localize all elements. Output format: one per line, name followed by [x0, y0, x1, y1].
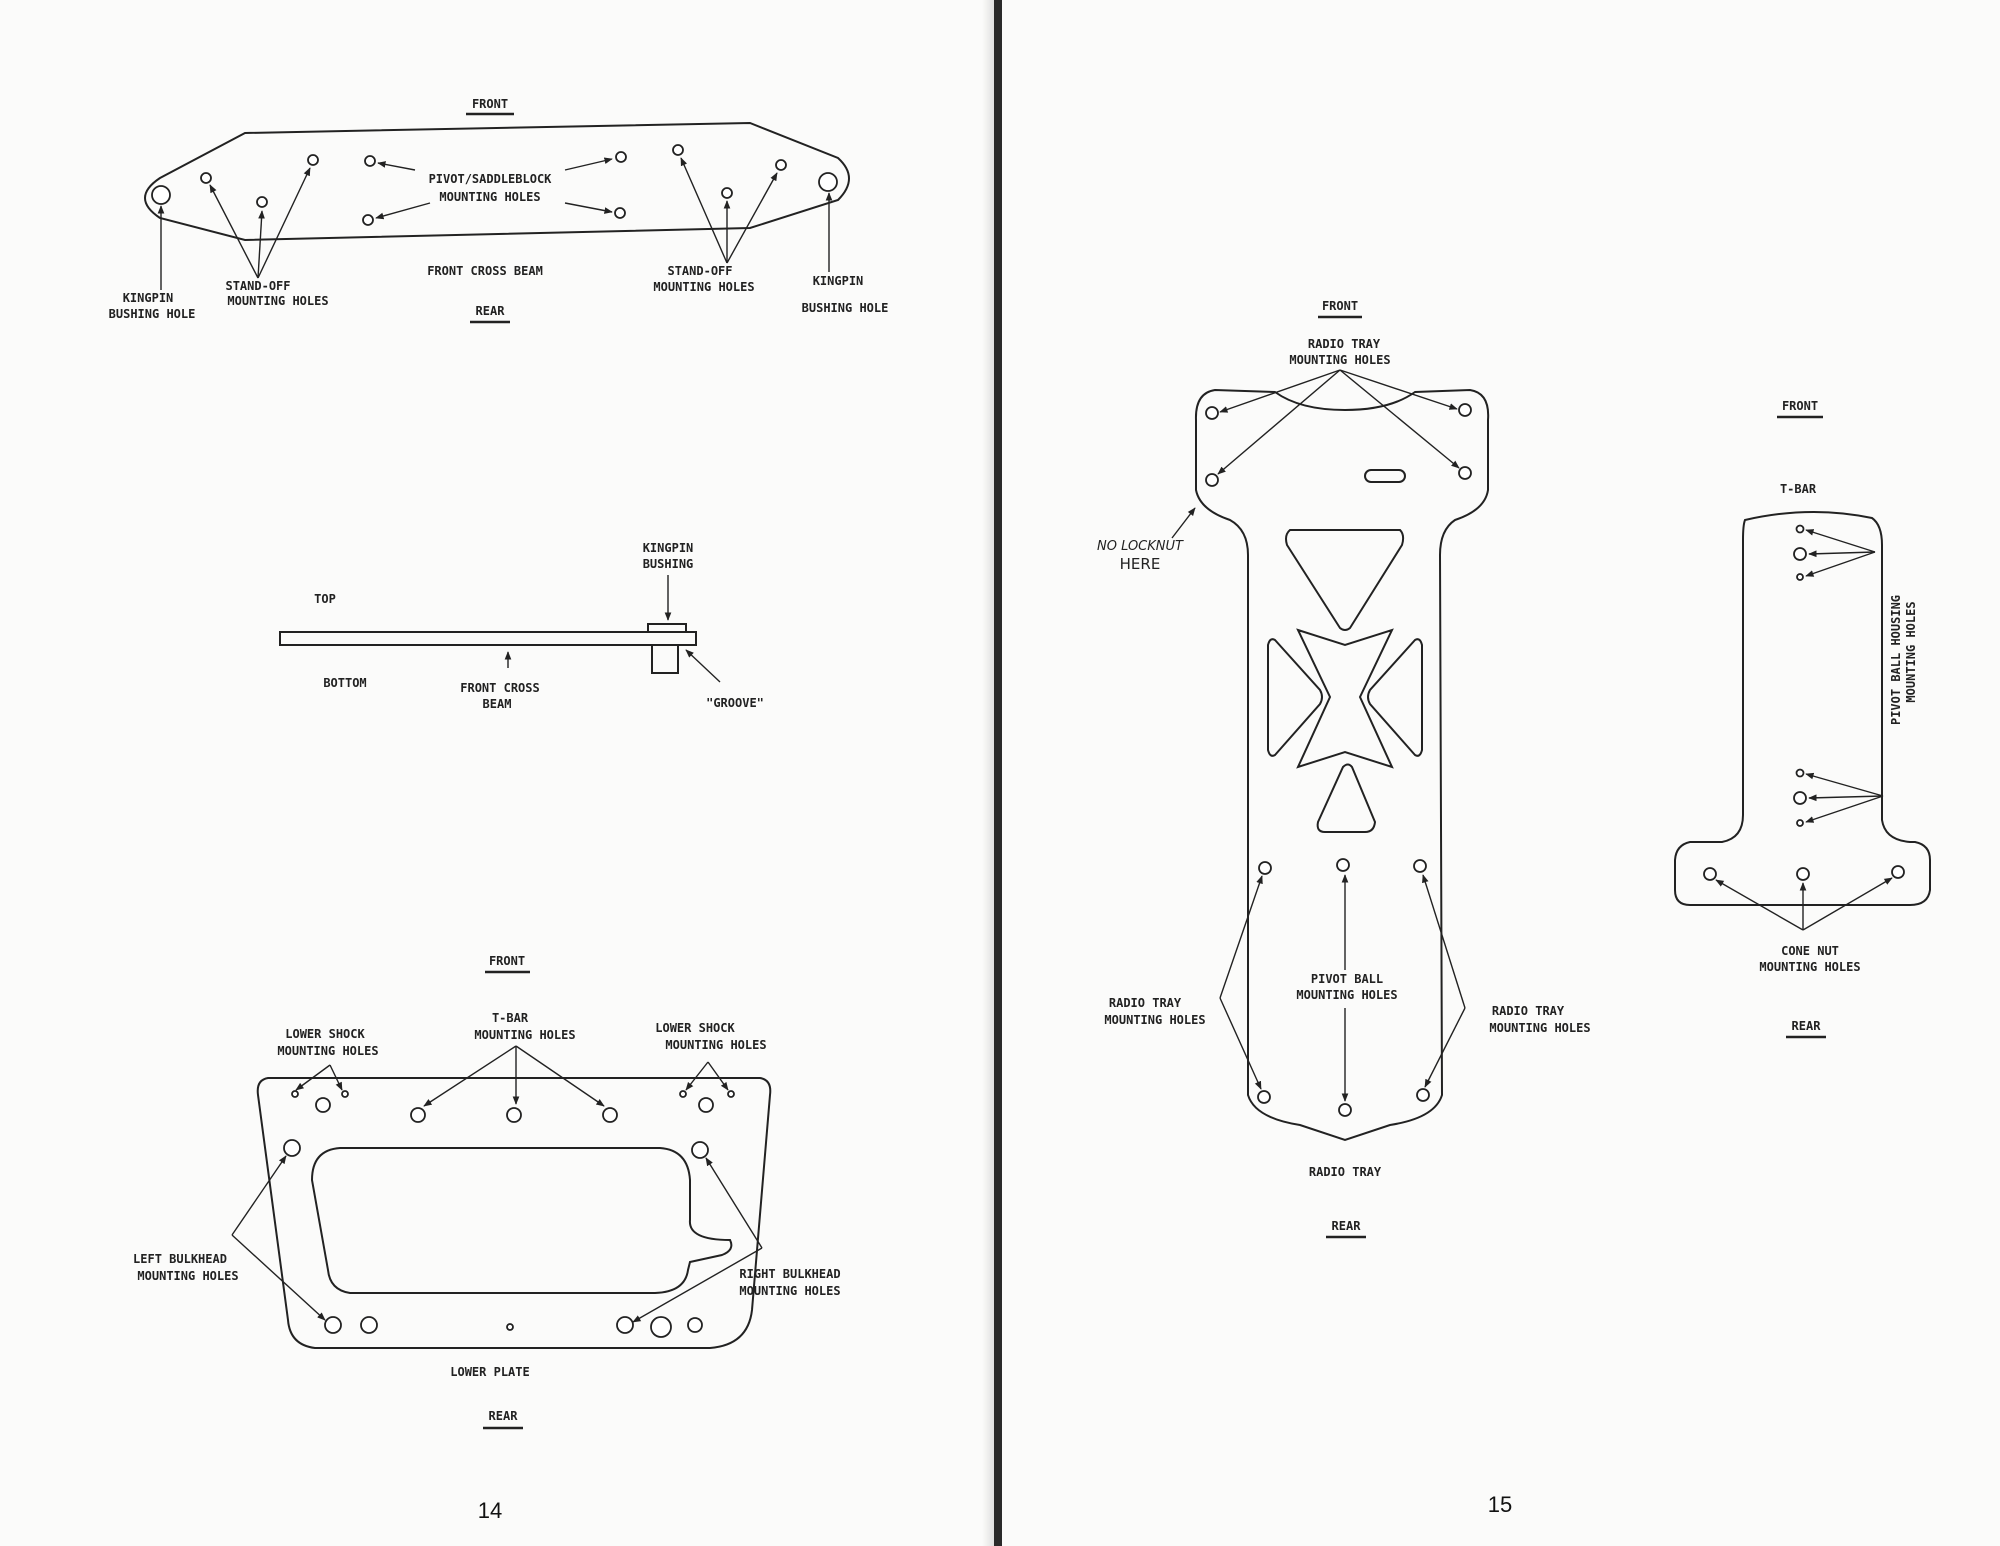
kingpin-hole-right	[818, 172, 838, 192]
tray-pivot-label-1: PIVOT BALL	[1311, 972, 1383, 986]
gutter-shadow	[982, 0, 996, 1546]
shock-left-label-2: MOUNTING HOLES	[277, 1044, 378, 1058]
radio-tray-slot	[1364, 469, 1406, 483]
tbar-diagram: FRONT T-BAR PIVOT BALL HOUSING MOUNTING …	[1674, 399, 1931, 1039]
tbar-outline	[1674, 511, 1931, 906]
side-view-diagram: TOP BOTTOM KINGPIN BUSHING FRONT CROSS B…	[279, 541, 764, 711]
shock-right-label-1: LOWER SHOCK	[655, 1021, 735, 1035]
right-bulkhead-label-2: MOUNTING HOLES	[739, 1284, 840, 1298]
radio-tray-top-label-2: MOUNTING HOLES	[1289, 353, 1390, 367]
tray-left-holes-label-1: RADIO TRAY	[1109, 996, 1182, 1010]
tbar-front-label: FRONT	[1782, 399, 1818, 413]
tray-pivot-label-2: MOUNTING HOLES	[1296, 988, 1397, 1002]
side-top-label: TOP	[314, 592, 336, 606]
side-beam-label-2: BEAM	[483, 697, 512, 711]
tbar-holes-label-2: MOUNTING HOLES	[474, 1028, 575, 1042]
left-bulkhead-label-1: LEFT BULKHEAD	[133, 1252, 227, 1266]
cone-nut-label-2: MOUNTING HOLES	[1759, 960, 1860, 974]
cross-beam-outline	[144, 121, 850, 242]
lower-plate-diagram: FRONT LOWER SHOCK MOUNTING	[133, 954, 841, 1430]
pivot-saddleblock-label-2: MOUNTING HOLES	[439, 190, 540, 204]
beam-side-profile	[279, 631, 697, 646]
radio-tray-name: RADIO TRAY	[1309, 1165, 1382, 1179]
tray-left-holes-label-2: MOUNTING HOLES	[1104, 1013, 1205, 1027]
left-bulkhead-label-2: MOUNTING HOLES	[137, 1269, 238, 1283]
side-beam-label-1: FRONT CROSS	[460, 681, 539, 695]
standoff-right-label-2: MOUNTING HOLES	[653, 280, 754, 294]
page-15	[1000, 0, 2000, 1546]
page-number-right: 15	[1488, 1492, 1512, 1517]
radio-tray-diagram: FRONT RADIO TRAY MOUNTING HOLES	[1097, 299, 1591, 1239]
tbar-pivot-label-1: PIVOT BALL HOUSING	[1889, 595, 1903, 725]
tray-right-holes-label-2: MOUNTING HOLES	[1489, 1021, 1590, 1035]
standoff-left-label-2: MOUNTING HOLES	[227, 294, 328, 308]
tray-cutout-x-mid	[1296, 628, 1394, 769]
tbar-name-label: T-BAR	[1780, 482, 1817, 496]
lower-plate-rear-label: REAR	[489, 1409, 519, 1423]
cone-nut-label-1: CONE NUT	[1781, 944, 1839, 958]
lower-plate-front-label: FRONT	[489, 954, 525, 968]
page-14	[0, 0, 996, 1546]
cross-beam-front-label: FRONT	[472, 97, 508, 111]
cross-beam-rear-label: REAR	[476, 304, 506, 318]
standoff-right-label-1: STAND-OFF	[667, 264, 732, 278]
locknut-label-2: HERE	[1120, 555, 1161, 573]
radio-tray-front-label: FRONT	[1322, 299, 1358, 313]
right-bulkhead-label-1: RIGHT BULKHEAD	[739, 1267, 840, 1281]
side-kingpin-label-1: KINGPIN	[643, 541, 694, 555]
tray-cutout-triangle	[1285, 529, 1405, 631]
radio-tray-outline	[1194, 388, 1490, 1142]
tray-cutout-x-right	[1367, 638, 1423, 757]
kingpin-right-label-2: BUSHING HOLE	[802, 301, 889, 315]
front-cross-beam-name: FRONT CROSS BEAM	[427, 264, 543, 278]
kingpin-right-label-1: KINGPIN	[813, 274, 864, 288]
lower-plate-cutout	[310, 1147, 733, 1294]
kingpin-left-label-1: KINGPIN	[123, 291, 174, 305]
locknut-label-1: NO LOCKNUT	[1097, 539, 1184, 554]
groove-label: "GROOVE"	[706, 696, 764, 710]
book-gutter	[994, 0, 1002, 1546]
shock-right-label-2: MOUNTING HOLES	[665, 1038, 766, 1052]
lower-plate-outline	[256, 1077, 772, 1349]
page-number-left: 14	[478, 1498, 502, 1523]
tray-right-holes-label-1: RADIO TRAY	[1492, 1004, 1565, 1018]
side-kingpin-label-2: BUSHING	[643, 557, 694, 571]
kingpin-bushing-body	[651, 644, 679, 674]
tbar-holes-label-1: T-BAR	[492, 1011, 529, 1025]
tray-cutout-small-triangle	[1316, 763, 1377, 833]
radio-tray-rear-label: REAR	[1332, 1219, 1362, 1233]
kingpin-left-label-2: BUSHING HOLE	[109, 307, 196, 321]
pivot-saddleblock-label-1: PIVOT/SADDLEBLOCK	[429, 172, 553, 186]
front-cross-beam-diagram: FRONT PIVOT/SADDLEBLOCK MOUNTING HOLES F…	[109, 97, 889, 324]
radio-tray-top-label-1: RADIO TRAY	[1308, 337, 1381, 351]
tbar-rear-label: REAR	[1792, 1019, 1822, 1033]
tbar-pivot-label-2: MOUNTING HOLES	[1904, 601, 1918, 702]
shock-left-label-1: LOWER SHOCK	[285, 1027, 365, 1041]
kingpin-hole-left	[151, 185, 171, 205]
tray-cutout-x-left	[1267, 638, 1323, 757]
lower-plate-name: LOWER PLATE	[450, 1365, 529, 1379]
side-bottom-label: BOTTOM	[323, 676, 366, 690]
standoff-left-label-1: STAND-OFF	[225, 279, 290, 293]
kingpin-bushing-flange	[647, 623, 687, 633]
